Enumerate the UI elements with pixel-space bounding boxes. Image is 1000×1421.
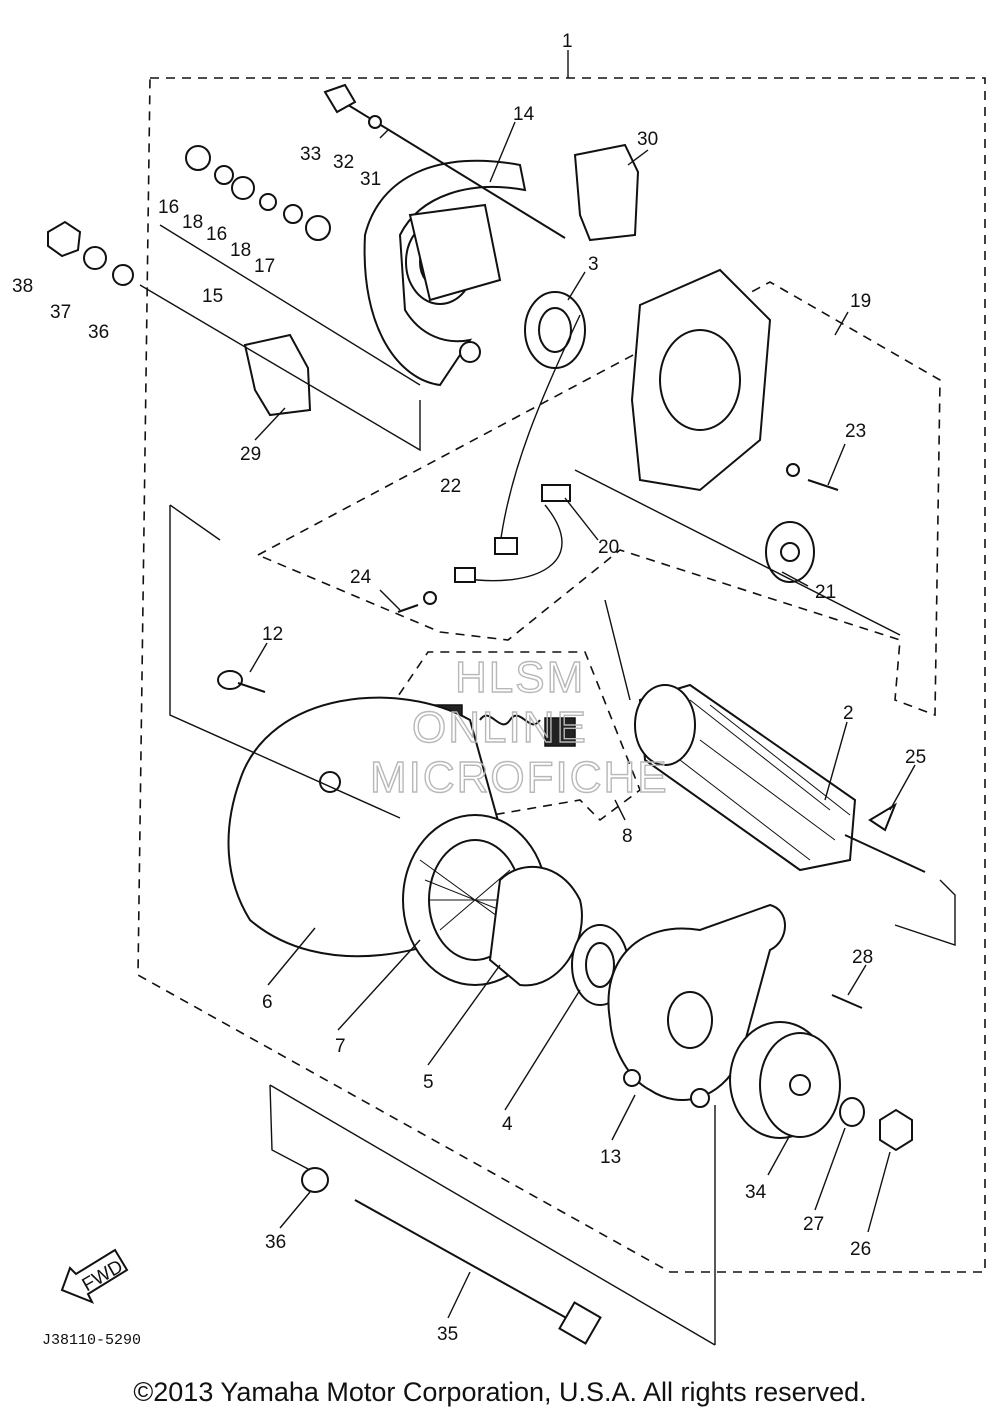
screws-23-24 <box>397 463 839 613</box>
rear-cover <box>363 159 527 387</box>
callout-17: 17 <box>254 256 275 277</box>
callout-15: 15 <box>202 286 223 307</box>
callout-7: 7 <box>335 1036 346 1057</box>
copyright-footer: ©2013 Yamaha Motor Corporation, U.S.A. A… <box>133 1377 867 1407</box>
brush-holder-boundary <box>256 281 941 717</box>
callout-13: 13 <box>600 1147 621 1168</box>
callout-28: 28 <box>852 947 873 968</box>
callout-6: 6 <box>262 992 273 1013</box>
callout-31: 31 <box>360 169 381 190</box>
svg-text:ONLINE: ONLINE <box>412 703 588 752</box>
callout-32: 32 <box>333 152 354 173</box>
callout-14: 14 <box>513 104 535 125</box>
nut-washers-left <box>47 220 134 286</box>
bearing-3 <box>524 291 586 369</box>
callout-22: 22 <box>440 476 461 497</box>
callout-30: 30 <box>637 129 658 150</box>
callout-29: 29 <box>240 444 261 465</box>
callout-2: 2 <box>843 703 854 724</box>
through-bolt-31 <box>323 83 566 239</box>
callout-18b: 18 <box>230 240 251 261</box>
callout-36a: 36 <box>265 1232 286 1253</box>
alignment-leaders <box>139 224 956 1346</box>
callout-leaders <box>249 121 916 1319</box>
callout-16b: 16 <box>206 224 227 245</box>
magnet-29 <box>243 333 312 417</box>
lower-bolt-35 <box>301 1167 602 1345</box>
callout-1: 1 <box>562 31 573 52</box>
cover-34 <box>729 1021 841 1139</box>
watermark: HLSM ONLINE MICROFICHE <box>369 652 669 802</box>
callout-16a: 16 <box>158 197 179 218</box>
svg-text:HLSM: HLSM <box>455 653 585 702</box>
callout-8: 8 <box>622 826 633 847</box>
callout-23: 23 <box>845 421 866 442</box>
callout-12: 12 <box>262 624 283 645</box>
callout-3: 3 <box>588 254 599 275</box>
callout-33: 33 <box>300 144 321 165</box>
armature-2 <box>634 683 926 873</box>
callout-4: 4 <box>502 1114 513 1135</box>
callout-numbers: 1 2 3 4 5 6 7 8 12 13 14 15 16 16 17 18 … <box>12 31 926 1345</box>
callout-20: 20 <box>598 537 619 558</box>
callout-27: 27 <box>803 1214 824 1235</box>
callout-21: 21 <box>815 582 836 603</box>
drawing-code: J38110-5290 <box>42 1332 141 1349</box>
magnet-30 <box>573 143 640 242</box>
callout-34: 34 <box>745 1182 767 1203</box>
nut-washer-right <box>831 994 913 1152</box>
callout-36b: 36 <box>88 322 109 343</box>
svg-text:MICROFICHE: MICROFICHE <box>370 753 669 802</box>
gasket-5 <box>488 866 583 987</box>
fwd-arrow: FWD <box>60 1248 129 1304</box>
callout-25: 25 <box>905 747 926 768</box>
callout-37: 37 <box>50 302 71 323</box>
brush-leads <box>454 314 581 583</box>
callout-24: 24 <box>350 567 372 588</box>
assembly-boundary <box>137 77 986 1273</box>
brush-holder-plate <box>630 268 815 583</box>
washer-stack <box>185 145 331 241</box>
callout-26: 26 <box>850 1239 871 1260</box>
callout-38: 38 <box>12 276 33 297</box>
callout-19: 19 <box>850 291 871 312</box>
callout-35: 35 <box>437 1324 458 1345</box>
screw-12 <box>217 670 266 693</box>
callout-18a: 18 <box>182 212 203 233</box>
callout-5: 5 <box>423 1072 434 1093</box>
